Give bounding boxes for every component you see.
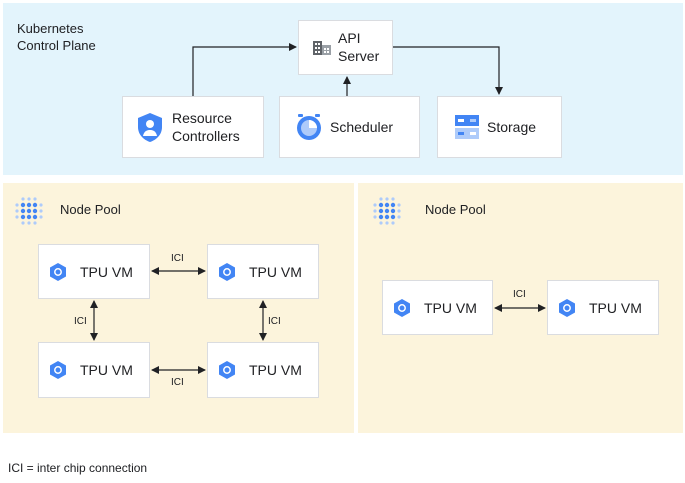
storage-icon (455, 115, 479, 139)
dot (32, 214, 38, 220)
hex-shape (219, 263, 235, 281)
dot (378, 214, 384, 220)
control-plane-title-line1: Kubernetes (17, 21, 84, 36)
dot (385, 197, 389, 201)
ici-label: ICI (171, 377, 184, 388)
tpu-hex-icon (559, 299, 575, 317)
dot (39, 209, 43, 213)
node-pool-title: Node Pool (60, 202, 121, 217)
dot (27, 197, 31, 201)
ici-label: ICI (74, 316, 87, 327)
tpu-hex-icon (219, 361, 235, 379)
node-pool-title: Node Pool (425, 202, 486, 217)
storage-box (437, 96, 562, 158)
dot (26, 208, 32, 214)
dot (391, 221, 395, 225)
node-pool-dots-icon (373, 197, 401, 225)
dot (391, 197, 395, 201)
hex-core (223, 366, 231, 374)
tpu-hex-icon (50, 263, 66, 281)
dot (21, 221, 25, 225)
hex-core (54, 268, 62, 276)
dot (39, 215, 43, 219)
shield-user-icon (138, 113, 162, 142)
dot (384, 202, 390, 208)
building-icon (313, 41, 331, 55)
dot (397, 215, 401, 219)
ici-label: ICI (171, 253, 184, 264)
tpu-hex-icon (219, 263, 235, 281)
dot (15, 215, 19, 219)
hex-core (223, 268, 231, 276)
api-server-label-line1: API (338, 30, 361, 46)
dot (390, 208, 396, 214)
dot (379, 221, 383, 225)
dot (15, 203, 19, 207)
dot (32, 208, 38, 214)
dot (384, 208, 390, 214)
dot (39, 203, 43, 207)
storage-label: Storage (487, 119, 537, 135)
hex-shape (394, 299, 410, 317)
resource-controllers-label: Resource Controllers (172, 109, 240, 145)
dot (20, 214, 26, 220)
dot (373, 215, 377, 219)
resource-controllers-label-line2: Controllers (172, 128, 240, 144)
dot (378, 208, 384, 214)
tpu-vm-label: TPU VM (424, 300, 477, 316)
ici-label: ICI (513, 289, 526, 300)
tpu-vm-label: TPU VM (589, 300, 642, 316)
tpu-vm-label: TPU VM (80, 264, 133, 280)
clock-icon (297, 114, 321, 140)
dot (21, 197, 25, 201)
ici-label: ICI (268, 316, 281, 327)
dot (33, 221, 37, 225)
dot (33, 197, 37, 201)
dot (390, 214, 396, 220)
tpu-vm-label: TPU VM (249, 264, 302, 280)
resource-controllers-box (122, 96, 264, 158)
legend-footnote: ICI = inter chip connection (8, 461, 148, 475)
tpu-hex-icon (394, 299, 410, 317)
dot (27, 221, 31, 225)
dot (373, 209, 377, 213)
api-to-storage-arrow (393, 46, 503, 95)
node-pool-dots-icon (15, 197, 43, 225)
tpu-hex-icon (50, 361, 66, 379)
hex-core (398, 304, 406, 312)
hex-core (54, 366, 62, 374)
control-plane-title-line2: Control Plane (17, 38, 96, 53)
dot (20, 202, 26, 208)
hex-core (563, 304, 571, 312)
dot (390, 202, 396, 208)
hex-shape (50, 263, 66, 281)
dot (385, 221, 389, 225)
dot (378, 202, 384, 208)
controllers-to-api-arrow (192, 43, 297, 96)
dot (397, 203, 401, 207)
dot (32, 202, 38, 208)
dot (397, 209, 401, 213)
dot (379, 197, 383, 201)
hex-shape (559, 299, 575, 317)
hex-shape (219, 361, 235, 379)
dot (373, 203, 377, 207)
control-plane-title: Kubernetes Control Plane (17, 20, 127, 54)
api-server-label: API Server (338, 29, 379, 65)
hex-shape (50, 361, 66, 379)
dot (384, 214, 390, 220)
scheduler-label: Scheduler (330, 119, 394, 135)
dot (26, 202, 32, 208)
dot (20, 208, 26, 214)
tpu-vm-label: TPU VM (80, 362, 133, 378)
dot (15, 209, 19, 213)
dot (26, 214, 32, 220)
tpu-vm-label: TPU VM (249, 362, 302, 378)
api-server-label-line2: Server (338, 48, 380, 64)
resource-controllers-label-line1: Resource (172, 110, 232, 126)
